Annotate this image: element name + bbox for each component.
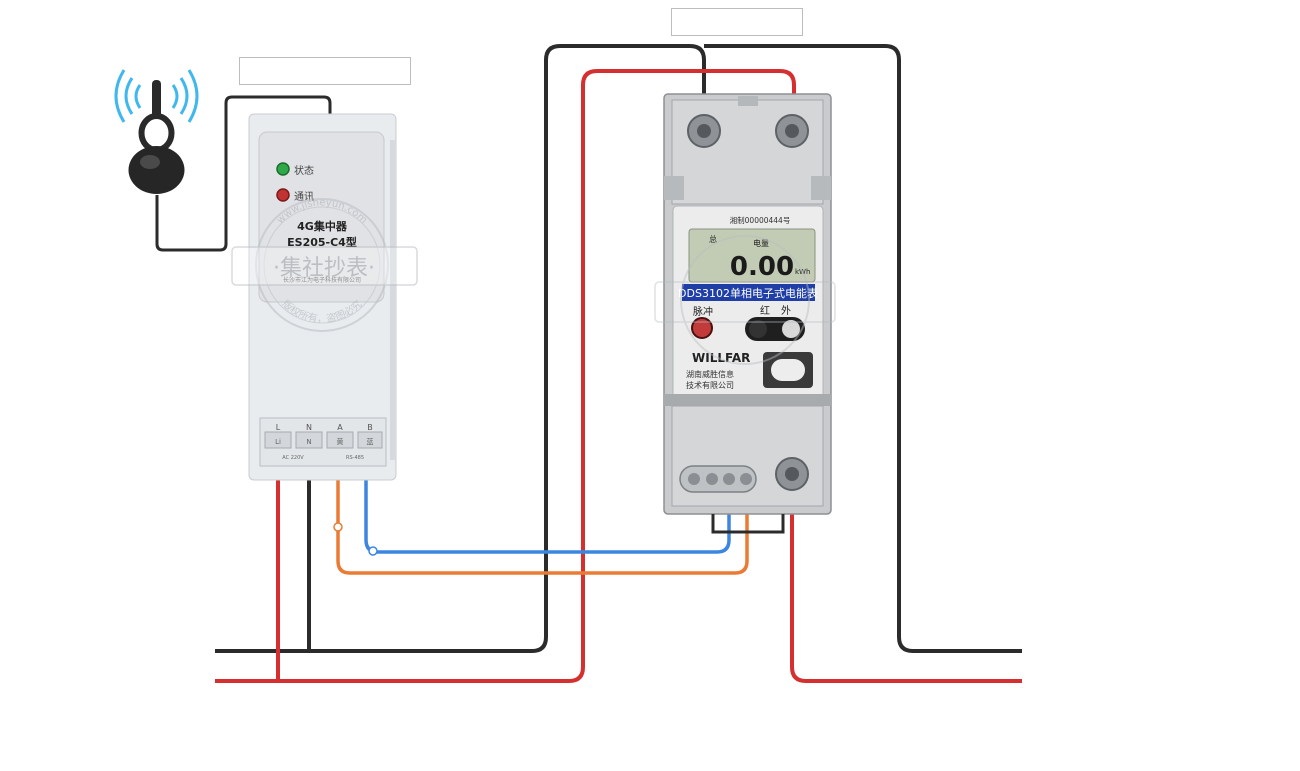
terminal-foot-right: RS-485 — [346, 455, 364, 461]
terminal-label-0: L — [276, 423, 281, 432]
collector-terminals — [264, 431, 383, 449]
watermark-meter — [654, 235, 836, 365]
watermark-band-text: ·集社抄表· — [273, 256, 375, 281]
lcd-unit: kWh — [795, 268, 810, 276]
terminal-label-2: A — [337, 423, 343, 432]
rs485-b-wire — [364, 478, 731, 554]
neutral-wire-main — [215, 44, 706, 653]
collector-device: 状态 通讯 4G集中器 ES205-C4型 长沙市江为电子科技有限公司 L N … — [248, 113, 397, 481]
meter-model: DDS3102单相电子式电能表 — [678, 286, 818, 300]
live-wire-out — [790, 476, 1022, 683]
meter-maker-1: 湖南威胜信息 — [686, 369, 734, 379]
meter-lcd — [688, 228, 816, 283]
antenna-cable — [155, 95, 332, 252]
antenna-icon — [114, 69, 199, 194]
rs485-a-wire — [336, 478, 749, 575]
terminal-label-3: B — [367, 423, 373, 432]
antenna-label-placeholder — [239, 57, 411, 85]
lcd-value: 0.00 — [730, 252, 794, 282]
meter-din-clip — [711, 514, 785, 534]
pulse-led — [691, 317, 713, 339]
status-led-label: 状态 — [294, 164, 314, 177]
top-label-placeholder — [671, 8, 803, 36]
meter-brand: WILLFAR — [692, 351, 750, 365]
live-wire-main — [215, 69, 796, 683]
meter-cert: 湘制00000444号 — [730, 215, 791, 225]
ir-red-label: 红 — [760, 304, 770, 317]
collector-maker: 长沙市江为电子科技有限公司 — [283, 276, 361, 284]
rs485-a-junction — [333, 522, 343, 532]
lcd-total: 总 — [709, 234, 717, 244]
terminal-mark-2: 黄 — [337, 437, 344, 446]
collector-name: 4G集中器 — [297, 219, 348, 233]
neutral-wire-right — [704, 44, 1022, 653]
terminal-mark-1: N — [306, 438, 311, 446]
meter-model-band — [682, 284, 815, 301]
meter-device: 湘制00000444号 总 电量 0.00 kWh DDS3102单相电子式电能… — [663, 93, 832, 534]
comm-led — [276, 188, 290, 202]
terminal-foot-left: AC 220V — [282, 455, 304, 461]
ir-out-label: 外 — [781, 305, 791, 317]
rs485-b-junction — [368, 546, 378, 556]
terminal-mark-3: 蓝 — [367, 437, 374, 446]
lcd-label: 电量 — [753, 238, 769, 248]
terminal-label-1: N — [306, 423, 312, 432]
terminal-mark-0: Li — [275, 438, 281, 446]
meter-maker-2: 技术有限公司 — [686, 380, 734, 390]
collector-model: ES205-C4型 — [287, 235, 357, 249]
status-led — [276, 162, 290, 176]
pulse-label: 脉冲 — [693, 305, 713, 318]
